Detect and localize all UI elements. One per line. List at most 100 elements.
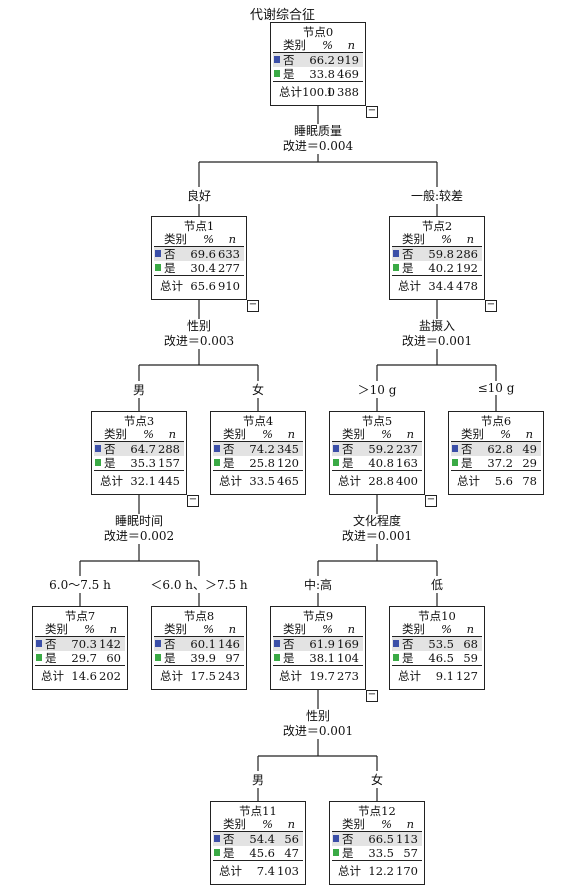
collapse-toggle-button[interactable]: − [187,494,199,507]
count-value: 68 [463,637,478,651]
node-title: 节点9 [302,609,334,623]
divider [94,470,184,471]
collapse-toggle-button[interactable]: − [485,299,497,312]
count-value: 60 [106,651,121,665]
collapse-toggle-button[interactable]: − [366,689,378,702]
divider [273,52,363,53]
header-n: n [287,817,295,831]
header-percent: % [322,38,333,52]
percent-value: 33.5 [368,846,394,860]
divider [451,470,541,471]
branch-label-left: 中:高 [301,576,335,593]
total-count: 1 388 [326,85,359,99]
collapse-toggle-button[interactable]: − [247,299,259,312]
header-row: 类别%n [392,232,482,246]
header-n: n [228,622,236,636]
percent-value: 59.8 [428,247,454,261]
count-value: 163 [396,456,418,470]
count-value: 288 [158,442,180,456]
header-row: 类别%n [213,817,303,831]
percent-value: 62.8 [487,442,513,456]
count-value: 157 [158,456,180,470]
swatch-yes-icon [274,654,280,661]
header-row: 类别%n [273,622,363,636]
swatch-yes-icon [452,459,458,466]
category-label: 是 [223,846,235,860]
header-n: n [347,38,355,52]
percent-value: 60.1 [190,637,216,651]
header-n: n [287,427,295,441]
count-value: 49 [522,442,537,456]
divider [94,441,184,442]
swatch-no-icon [155,640,161,647]
branch-label-right: ≤10 g [475,381,517,395]
total-label: 总计 [398,279,421,293]
branch-label-right: 一般:较差 [408,187,466,204]
header-percent: % [203,232,214,246]
total-percent: 12.2 [368,864,394,878]
total-label: 总计 [219,864,242,878]
header-n: n [466,622,474,636]
total-percent: 34.4 [428,279,454,293]
category-label: 否 [104,442,116,456]
divider [392,246,482,247]
divider [35,665,125,666]
divider [213,831,303,832]
node-title: 节点5 [361,414,393,428]
collapse-toggle-button[interactable]: − [425,494,437,507]
total-label: 总计 [338,864,361,878]
total-count: 103 [277,864,299,878]
percent-value: 74.2 [249,442,275,456]
split-variable: 性别 [305,709,330,723]
header-category: 类别 [402,232,425,246]
header-category: 类别 [283,622,306,636]
percent-value: 69.6 [190,247,216,261]
swatch-no-icon [274,640,280,647]
total-count: 170 [396,864,418,878]
header-n: n [168,427,176,441]
category-label: 否 [223,832,235,846]
header-percent: % [143,427,154,441]
category-label: 否 [402,637,414,651]
category-label: 否 [283,53,295,67]
percent-value: 35.3 [130,456,156,470]
total-percent: 5.6 [494,474,513,488]
header-percent: % [381,427,392,441]
percent-value: 59.2 [368,442,394,456]
category-label: 否 [342,442,354,456]
divider [332,860,422,861]
percent-value: 53.5 [428,637,454,651]
count-value: 169 [337,637,359,651]
collapse-toggle-button[interactable]: − [366,105,378,118]
percent-value: 66.5 [368,832,394,846]
total-label: 总计 [398,669,421,683]
split-label: 性别改进＝0.001 [258,709,378,739]
category-label: 否 [164,247,176,261]
count-value: 919 [337,53,359,67]
swatch-yes-icon [333,459,339,466]
